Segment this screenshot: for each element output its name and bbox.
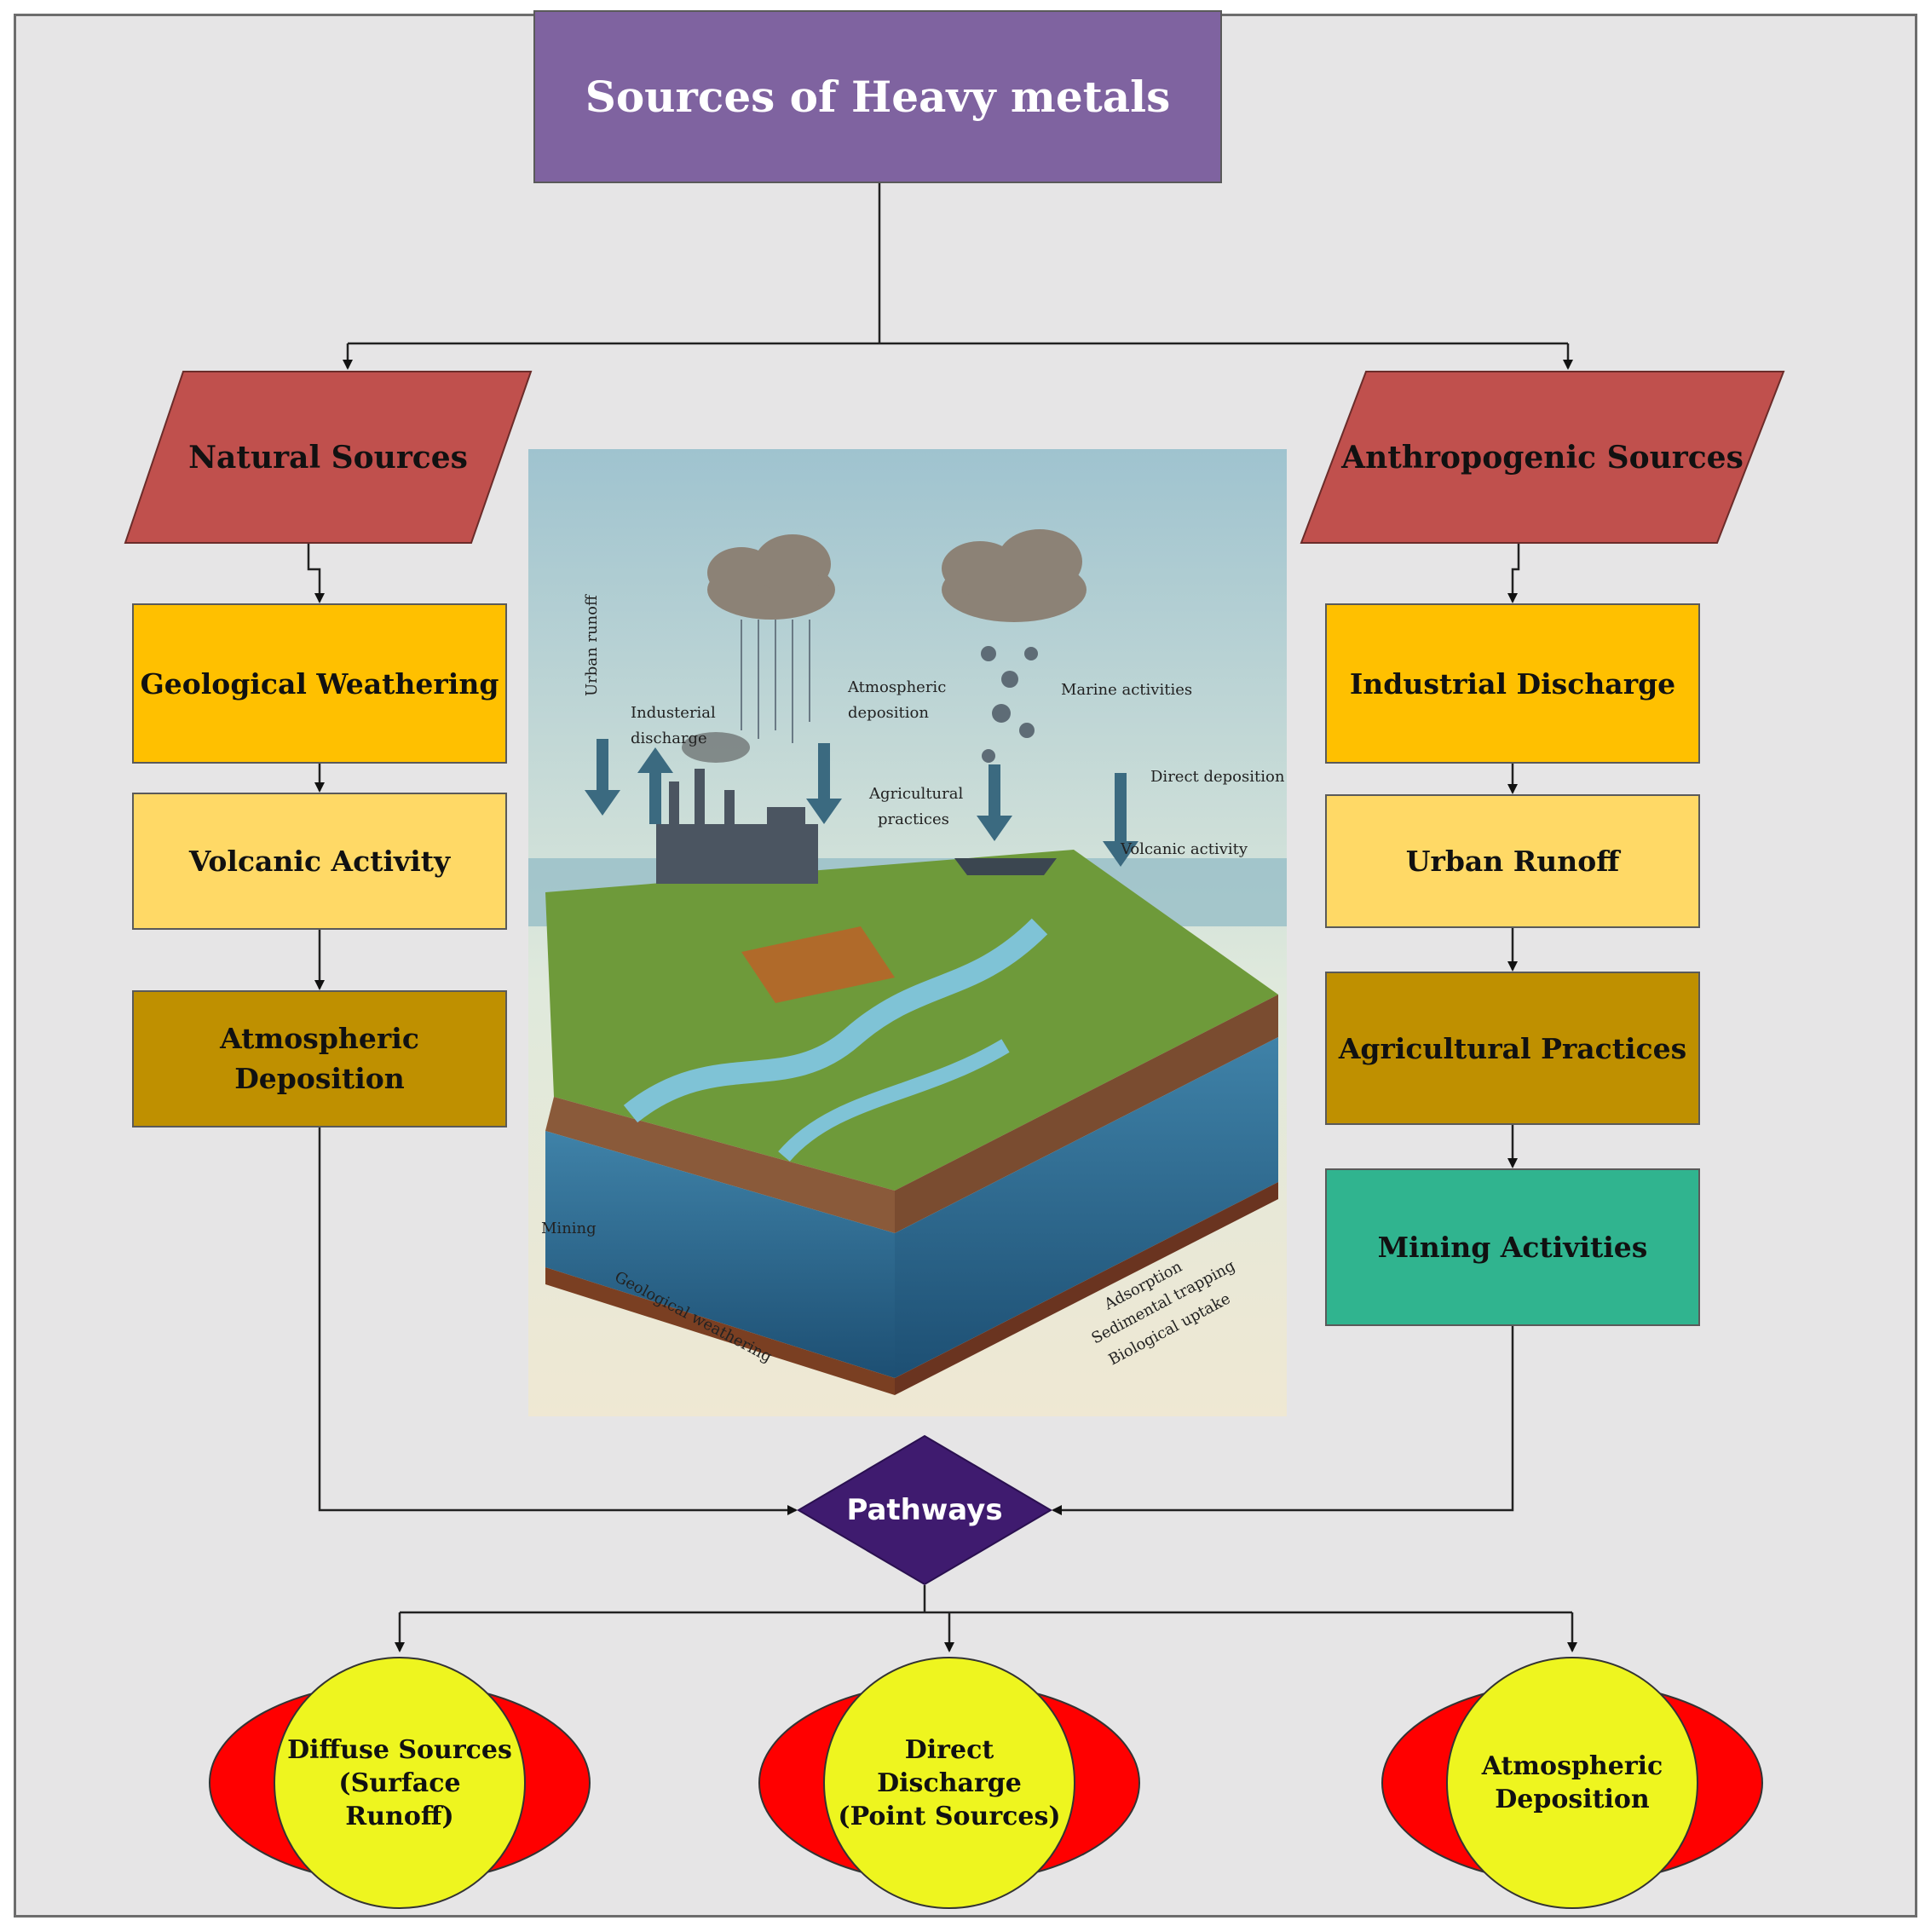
svg-text:Marine activities: Marine activities	[1061, 681, 1192, 699]
svg-text:Mining: Mining	[541, 1220, 597, 1237]
outcome-diffuse-sources: Diffuse Sources (Surface Runoff)	[208, 1655, 591, 1911]
arrow-anthro-to-pathways	[1052, 1326, 1514, 1515]
outcome-direct-label: Direct Discharge (Point Sources)	[838, 1734, 1061, 1831]
svg-text:practices: practices	[878, 810, 949, 828]
volcanic-activity-box: Volcanic Activity	[132, 793, 507, 930]
natural-sources-label: Natural Sources	[188, 439, 468, 476]
title-box: Sources of Heavy metals	[533, 10, 1222, 183]
bedrock-left	[545, 1267, 895, 1395]
atmospheric-deposition-box: Atmospheric Deposition	[132, 990, 507, 1127]
illustration-arrows	[585, 739, 1138, 867]
arrow-natural-to-pathways	[318, 1127, 798, 1515]
svg-text:Urban runoff: Urban runoff	[583, 594, 601, 696]
svg-text:Agricultural: Agricultural	[868, 785, 963, 803]
bedrock-right	[895, 1182, 1278, 1395]
outcome-atmospheric-label: Atmospheric Deposition	[1481, 1751, 1663, 1814]
natural-sources-shape: Natural Sources	[124, 370, 533, 544]
cloud-left	[707, 534, 835, 620]
svg-text:Volcanic activity: Volcanic activity	[1120, 840, 1248, 858]
factory	[656, 769, 818, 884]
outcome-diffuse-label: Diffuse Sources (Surface Runoff)	[287, 1734, 512, 1831]
mining-activities-box: Mining Activities	[1325, 1168, 1700, 1326]
svg-text:Direct deposition: Direct deposition	[1150, 768, 1285, 786]
soil-right	[895, 995, 1278, 1233]
outcome-atmospheric-deposition: Atmospheric Deposition	[1381, 1655, 1764, 1911]
environment-illustration: Urban runoff Industerial discharge Atmos…	[528, 449, 1287, 1416]
soil-left	[545, 1097, 895, 1233]
arrow-natural-to-geological	[307, 543, 325, 603]
arrow-anthro-to-industrial	[1507, 543, 1520, 603]
outcome-direct-discharge: Direct Discharge (Point Sources)	[758, 1655, 1141, 1911]
ship	[954, 858, 1057, 875]
anthropogenic-sources-shape: Anthropogenic Sources	[1300, 370, 1785, 544]
agricultural-practices-box: Agricultural Practices	[1325, 972, 1700, 1125]
pathways-label: Pathways	[846, 1493, 1003, 1527]
crop-field	[741, 926, 895, 1003]
svg-text:deposition: deposition	[848, 704, 929, 722]
urban-runoff-box: Urban Runoff	[1325, 794, 1700, 928]
river	[623, 918, 1048, 1123]
pathways-diamond: Pathways	[797, 1434, 1052, 1586]
water-block-right	[895, 1037, 1278, 1378]
cloud-right	[942, 529, 1087, 622]
industrial-discharge-box: Industrial Discharge	[1325, 603, 1700, 764]
geological-weathering-box: Geological Weathering	[132, 603, 507, 764]
svg-text:Industerial: Industerial	[631, 704, 716, 722]
anthropogenic-sources-label: Anthropogenic Sources	[1341, 439, 1744, 476]
svg-text:discharge: discharge	[631, 730, 707, 747]
land-top	[545, 850, 1278, 1191]
svg-text:Atmospheric: Atmospheric	[847, 678, 946, 696]
water-block-left	[545, 1131, 895, 1378]
